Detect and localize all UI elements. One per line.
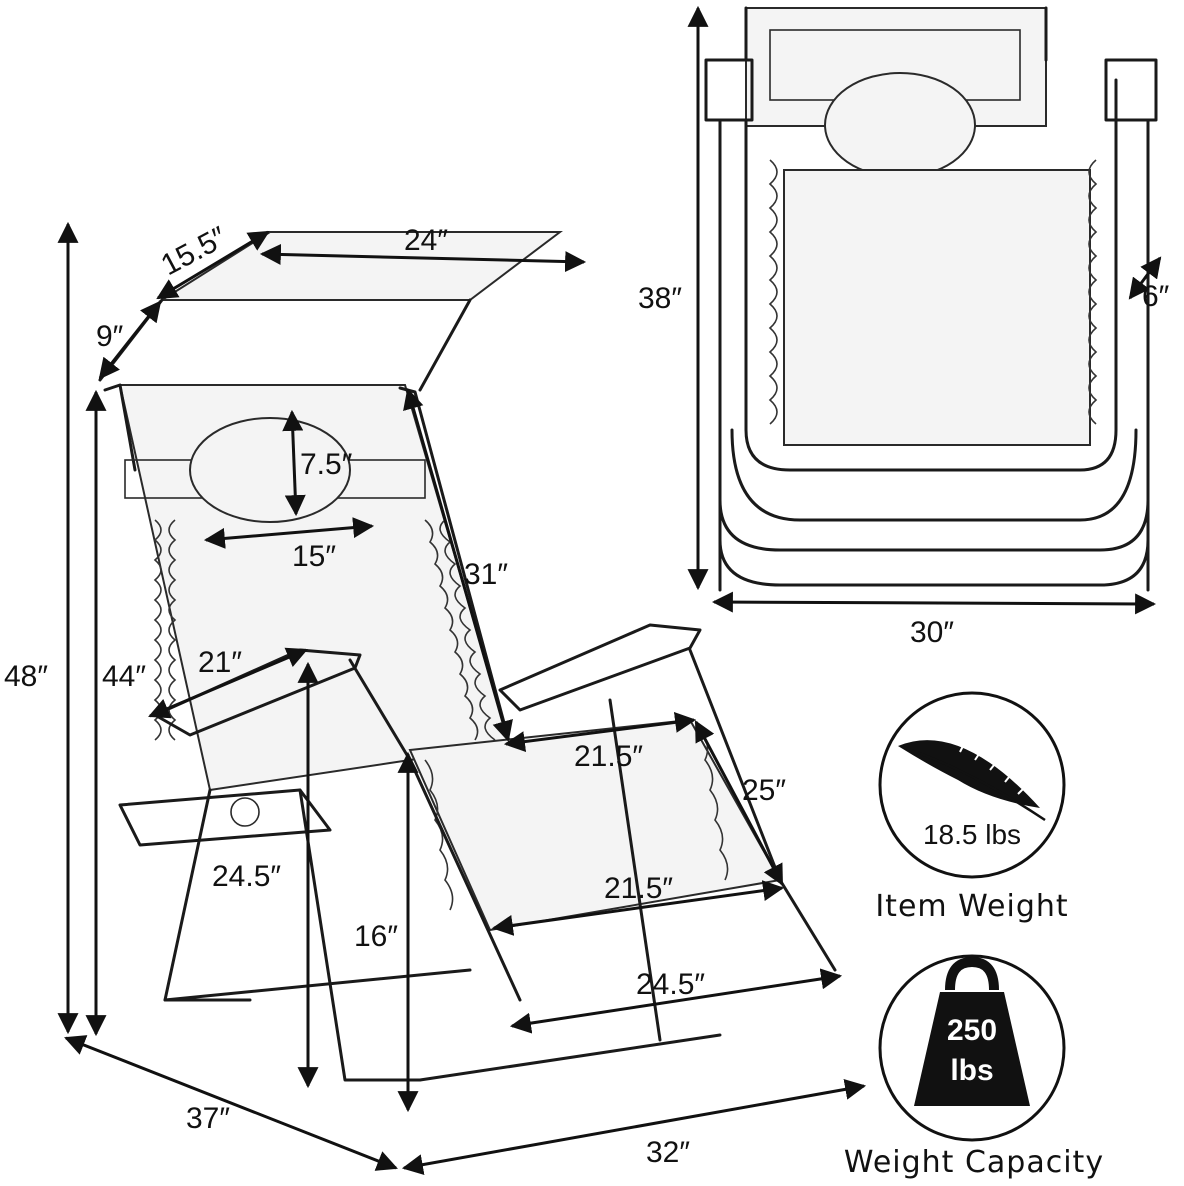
item-weight-badge: 18.5 lbs xyxy=(878,691,1066,879)
folded-mesh xyxy=(783,169,1091,446)
weight-capacity-badge: 250 lbs xyxy=(878,954,1066,1142)
label-backrest-length: 31″ xyxy=(464,558,508,591)
label-folded-height: 38″ xyxy=(638,282,682,315)
label-seat-height: 16″ xyxy=(354,920,398,953)
cup-holder-tray xyxy=(118,788,332,847)
item-weight-value: 18.5 lbs xyxy=(923,819,1021,850)
capacity-value: 250 xyxy=(947,1014,997,1047)
label-pillow-height: 7.5″ xyxy=(300,448,353,481)
kettlebell-weight-icon xyxy=(914,956,1030,1106)
label-overall-depth: 37″ xyxy=(186,1102,230,1135)
canopy-arm-right xyxy=(418,298,472,392)
weight-capacity-caption: Weight Capacity xyxy=(844,1145,1104,1180)
capacity-unit: lbs xyxy=(950,1054,993,1087)
label-back-height: 44″ xyxy=(102,660,146,693)
folded-pillow xyxy=(824,72,976,178)
label-overall-length: 32″ xyxy=(646,1136,690,1169)
label-pillow-width: 15″ xyxy=(292,540,336,573)
label-seat-depth: 25″ xyxy=(742,774,786,807)
rear-leg-left xyxy=(163,788,252,1002)
label-canopy-height: 9″ xyxy=(96,320,124,353)
label-armrest-length: 21″ xyxy=(198,646,242,679)
right-armrest xyxy=(498,623,702,712)
folded-chair-illustration xyxy=(704,6,1158,592)
label-folded-width: 30″ xyxy=(910,616,954,649)
label-footrest-width: 24.5″ xyxy=(636,968,705,1001)
dimension-arrows xyxy=(57,221,867,1176)
label-overall-height: 48″ xyxy=(4,660,48,693)
label-tray-width: 24.5″ xyxy=(212,860,281,893)
label-folded-thickness: 6″ xyxy=(1142,280,1170,313)
feather-icon xyxy=(898,739,1046,822)
label-seat-width-top: 21.5″ xyxy=(574,740,643,773)
label-canopy-width: 24″ xyxy=(404,224,448,257)
label-seat-width-front: 21.5″ xyxy=(604,872,673,905)
item-weight-caption: Item Weight xyxy=(875,889,1068,924)
